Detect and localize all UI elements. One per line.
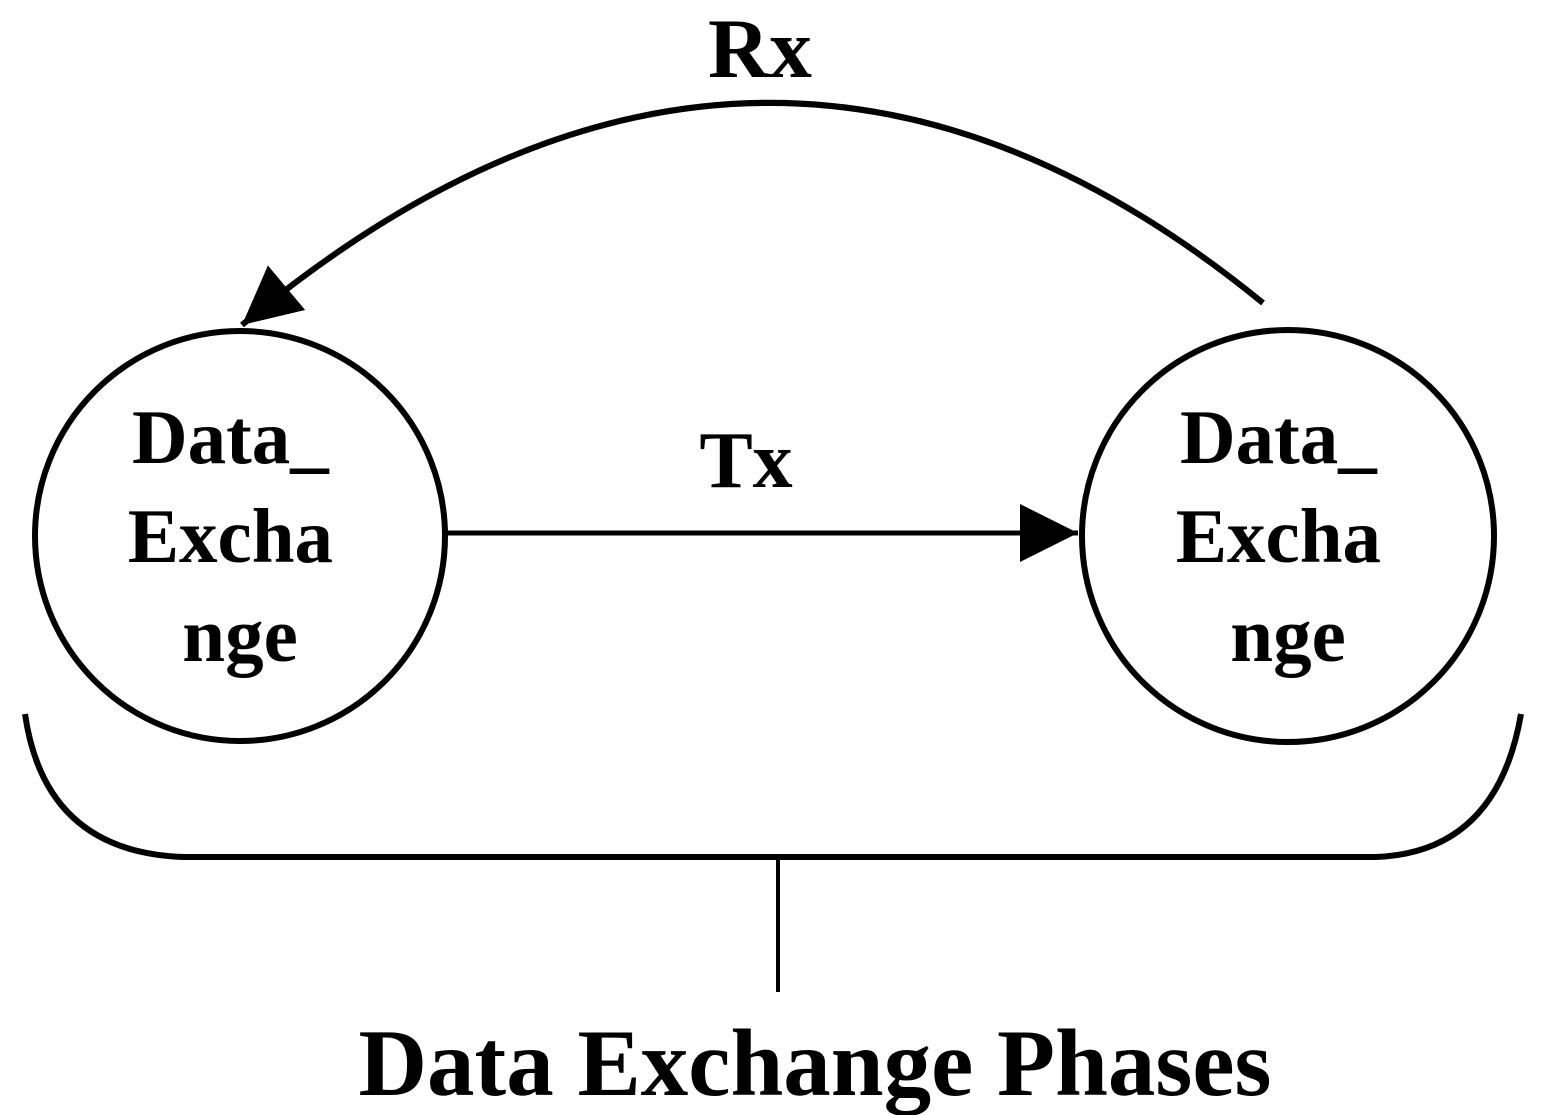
node-label-line: Data_ — [132, 394, 330, 480]
state-node-left-label: Data_ Excha nge — [128, 394, 353, 678]
diagram-caption: Data Exchange Phases — [358, 1010, 1271, 1115]
rx-transition-arrow — [240, 99, 1265, 328]
state-node-left-circle — [32, 328, 448, 744]
node-label-line: Data_ — [1180, 394, 1378, 480]
node-label-line: nge — [1230, 592, 1346, 678]
state-node-right-circle — [1079, 327, 1497, 745]
phase-group-brace — [22, 713, 1524, 860]
tx-transition-label: Tx — [699, 417, 792, 505]
node-label-line: Excha — [128, 493, 333, 579]
state-node-right-label: Data_ Excha nge — [1176, 394, 1401, 678]
node-label-line: nge — [182, 592, 298, 678]
rx-transition-label: Rx — [708, 2, 812, 96]
node-label-line: Excha — [1176, 493, 1381, 579]
